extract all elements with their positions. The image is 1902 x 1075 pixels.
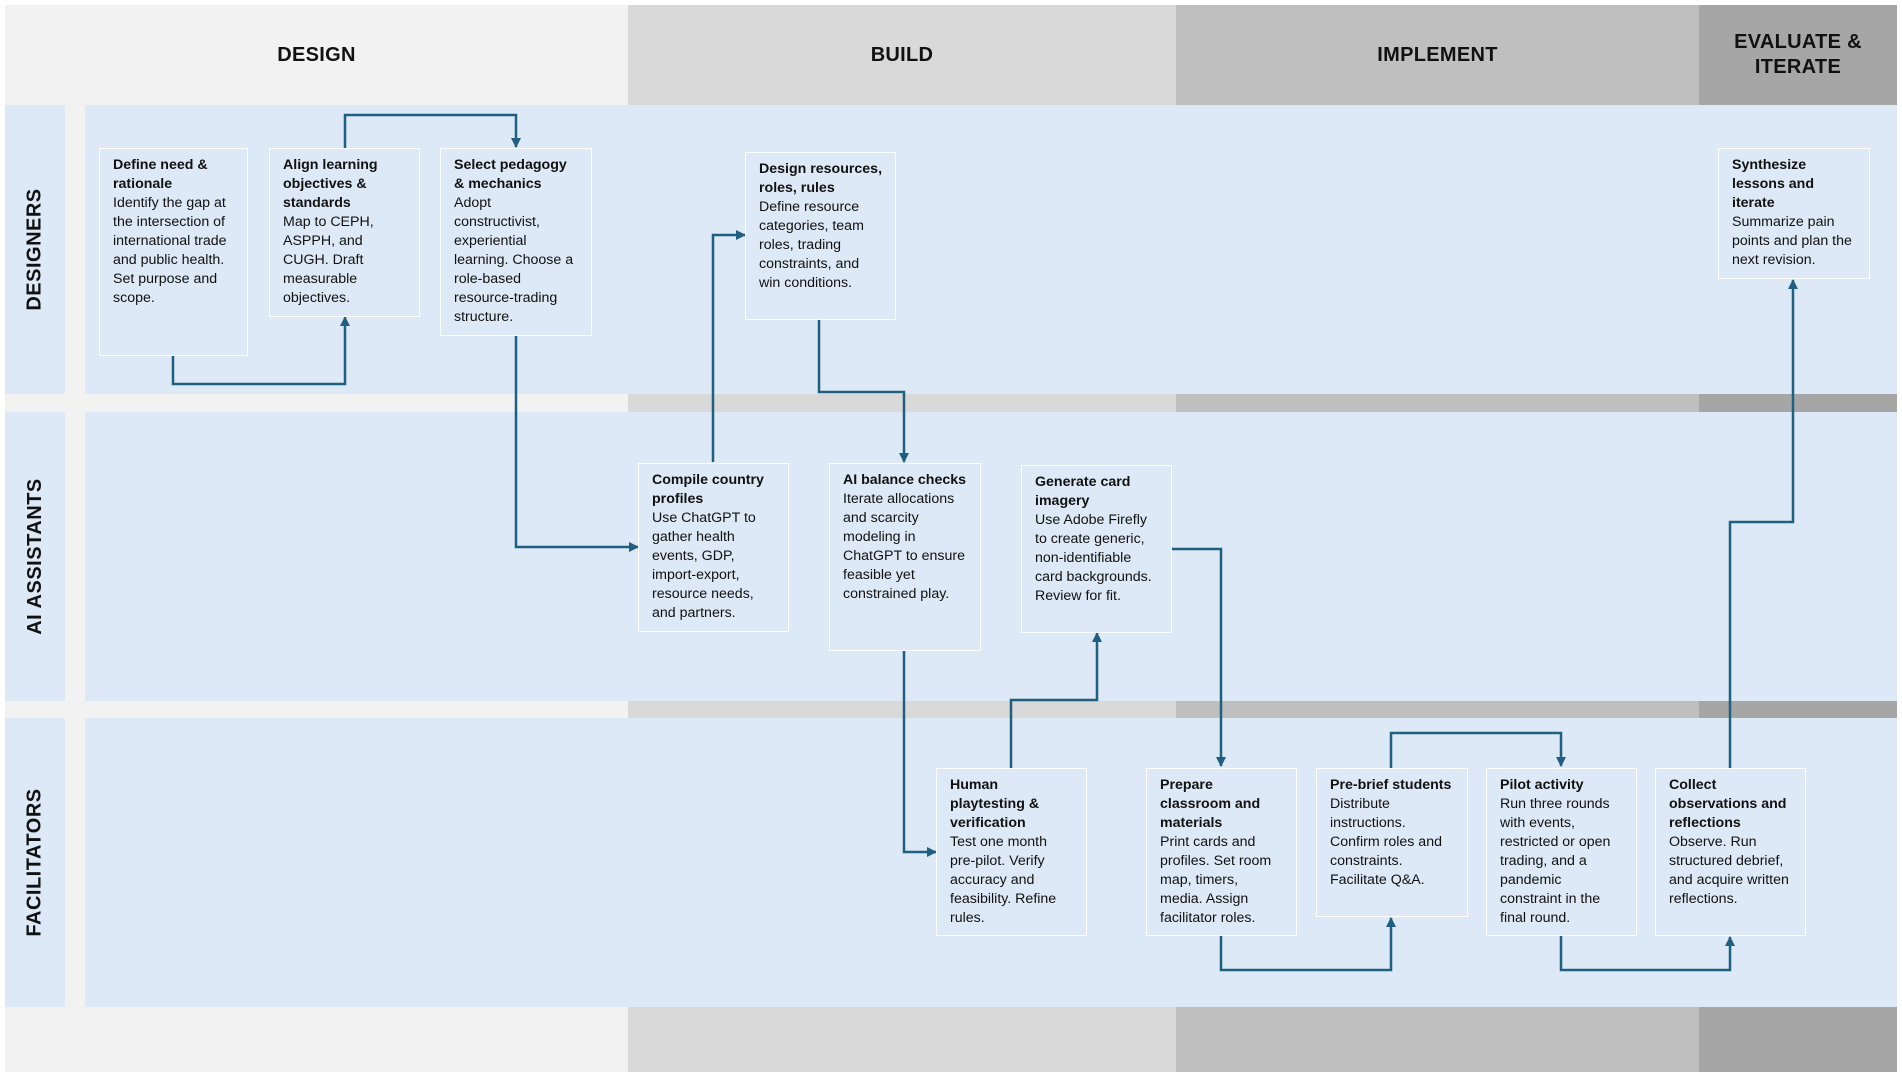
step-title: Design resources, roles, rules (759, 161, 883, 196)
step-text: Run three rounds with events, restricted… (1500, 796, 1611, 926)
step-card-compile-profiles: Compile country profiles Use ChatGPT to … (638, 463, 789, 632)
phase-header-build: BUILD (870, 43, 934, 66)
arrow-resources-to-balance (817, 320, 909, 463)
step-text: Identify the gap at the intersection of … (113, 195, 227, 306)
step-card-card-imagery: Generate card imagery Use Adobe Firefly … (1021, 465, 1172, 633)
step-title: Generate card imagery (1035, 474, 1131, 509)
step-title: Align learning objectives & standards (283, 157, 378, 211)
step-title: Pilot activity (1500, 777, 1584, 793)
step-title: Select pedagogy & mechanics (454, 157, 567, 192)
step-text: Print cards and profiles. Set room map, … (1160, 834, 1272, 926)
arrow-collect-to-synthesize (1728, 279, 1798, 768)
step-title: Collect observations and reflections (1669, 777, 1787, 831)
lane-label-designers: DESIGNERS (5, 105, 65, 394)
step-title: Compile country profiles (652, 472, 764, 507)
step-text: Iterate allocations and scarcity modelin… (843, 491, 965, 602)
step-title: AI balance checks (843, 472, 967, 488)
step-text: Distribute instructions. Confirm roles a… (1330, 796, 1442, 888)
step-card-collect-observations: Collect observations and reflections Obs… (1655, 768, 1806, 936)
step-text: Summarize pain points and plan the next … (1732, 214, 1852, 268)
step-card-pilot-activity: Pilot activity Run three rounds with eve… (1486, 768, 1637, 936)
arrow-balance-to-playtesting (902, 650, 937, 857)
step-card-select-pedagogy: Select pedagogy & mechanics Adopt constr… (440, 148, 592, 336)
step-card-design-resources: Design resources, roles, rules Define re… (745, 152, 896, 320)
step-card-pre-brief: Pre-brief students Distribute instructio… (1316, 768, 1468, 917)
arrow-define-to-align (171, 316, 350, 386)
arrow-playtesting-to-imagery (1009, 632, 1102, 768)
step-card-align-objectives: Align learning objectives & standards Ma… (269, 148, 420, 317)
step-title: Human playtesting & verification (950, 777, 1040, 831)
step-text: Test one month pre-pilot. Verify accurac… (950, 834, 1057, 926)
step-card-define-need: Define need & rationale Identify the gap… (99, 148, 248, 356)
phase-header-design: DESIGN (277, 43, 356, 66)
step-text: Map to CEPH, ASPPH, and CUGH. Draft meas… (283, 214, 374, 306)
step-text: Use Adobe Firefly to create generic, non… (1035, 512, 1152, 604)
step-title: Prepare classroom and materials (1160, 777, 1261, 831)
phase-header-evaluate: EVALUATE & ITERATE (1734, 31, 1862, 78)
step-card-prepare-classroom: Prepare classroom and materials Print ca… (1146, 768, 1297, 936)
step-card-playtesting: Human playtesting & verification Test on… (936, 768, 1087, 936)
step-text: Use ChatGPT to gather health events, GDP… (652, 510, 756, 621)
step-text: Adopt constructivist, experiential learn… (454, 195, 574, 325)
arrow-pedagogy-to-profiles (514, 336, 639, 552)
step-card-synthesize: Synthesize lessons and iterate Summarize… (1718, 148, 1870, 279)
step-card-ai-balance: AI balance checks Iterate allocations an… (829, 463, 981, 651)
step-title: Pre-brief students (1330, 777, 1452, 793)
phase-header-implement: IMPLEMENT (1377, 43, 1498, 66)
arrow-prepare-to-prebrief (1219, 917, 1396, 972)
arrow-pilot-to-collect (1559, 936, 1735, 972)
step-text: Define resource categories, team roles, … (759, 199, 864, 291)
lane-ai-assistants (85, 412, 1897, 701)
step-text: Observe. Run structured debrief, and acq… (1669, 834, 1789, 907)
step-title: Define need & rationale (113, 157, 208, 192)
arrow-align-to-pedagogy (343, 113, 521, 148)
step-title: Synthesize lessons and iterate (1732, 157, 1815, 211)
arrow-prebrief-to-pilot (1389, 731, 1566, 768)
arrow-profiles-to-resources (711, 230, 746, 462)
arrow-imagery-to-prepare (1171, 547, 1226, 767)
lane-label-facilitators: FACILITATORS (5, 718, 65, 1007)
lane-label-ai-assistants: AI ASSISTANTS (5, 412, 65, 701)
